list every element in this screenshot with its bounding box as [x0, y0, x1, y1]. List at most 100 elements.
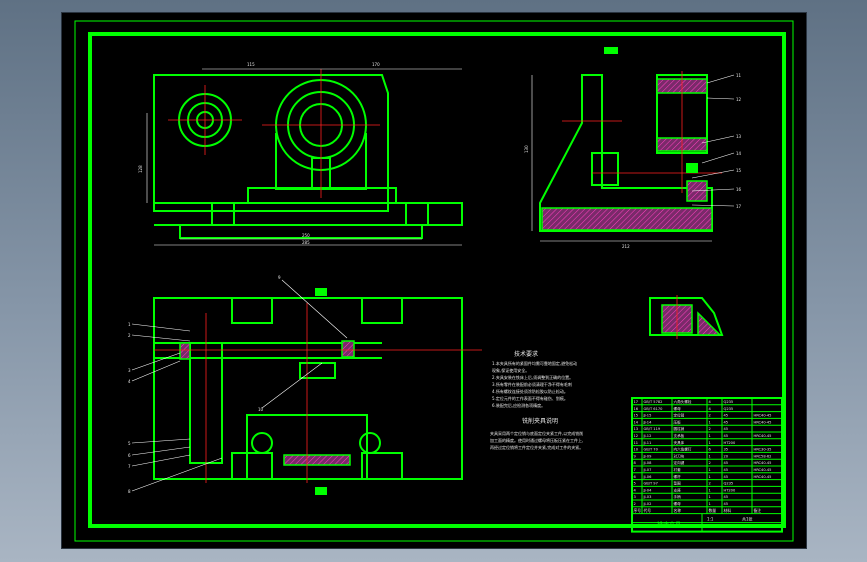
bom-cell: 45: [724, 468, 729, 472]
plan-leader-8: 8: [128, 489, 131, 494]
bom-cell: 11: [634, 441, 639, 445]
bom-cell: 6: [634, 475, 637, 479]
drawing-name: 铣床夹具: [657, 521, 681, 529]
notes2-line-1: 夹具采用两个定位销与底面定位夹紧工件,以完成铣削: [490, 430, 583, 436]
plan-leader-4: 4: [128, 379, 131, 384]
plan-leader-9: 9: [278, 275, 281, 280]
side-leader-12: 12: [736, 97, 742, 102]
bom-cell: 夹具体: [674, 440, 685, 445]
bom-cell: 45: [724, 420, 729, 424]
bom-cell: HRC40-45: [754, 461, 772, 465]
bom-cell: HRC58-62: [754, 454, 772, 458]
bom-cell: HRC40-45: [754, 468, 772, 472]
bom-cell: 14: [634, 420, 639, 424]
bom-cell: JJ-14: [643, 420, 653, 424]
bom-cell: JJ-09: [643, 454, 653, 458]
engineering-drawing: 115 170 128 250 285 130 212 11: [74, 20, 794, 542]
bom-cell: HT200: [724, 441, 736, 445]
plan-leader-3: 3: [128, 368, 131, 373]
bom-cell: 45: [724, 461, 729, 465]
notes-title: 技术要求: [514, 350, 538, 358]
bom-cell: 5: [634, 482, 636, 486]
bom-cell: 2: [709, 427, 711, 431]
dim-bottom-1: 250: [302, 233, 310, 238]
bom-cell: HRC40-45: [754, 414, 772, 418]
notes-line-6: 5.定位元件的工作表面不得有碰伤、划痕。: [492, 395, 568, 401]
notes2-line-3: 再经过定位销将工件定位并夹紧,完成对工件的夹紧。: [490, 444, 583, 450]
bom-cell: 定向键: [674, 460, 685, 465]
bom-cell: 12: [634, 434, 639, 438]
bom-cell: 1: [709, 434, 711, 438]
bom-cell: 支座: [674, 487, 682, 492]
plan-leader-5: 5: [128, 441, 131, 446]
bom-cell: JJ-08: [643, 461, 653, 465]
bom-cell: 1: [709, 488, 711, 492]
bom-cell: 2: [709, 461, 711, 465]
side-leader-11: 11: [736, 73, 742, 78]
bom-cell: JJ-04: [643, 488, 653, 492]
bom-cell: 10: [634, 448, 639, 452]
bom-cell: 7: [634, 468, 636, 472]
bom-header-cell: 代号: [644, 508, 652, 513]
cad-viewport[interactable]: 115 170 128 250 285 130 212 11: [62, 13, 806, 548]
bom-cell: 1: [709, 502, 711, 506]
bom-cell: 20: [724, 454, 729, 458]
bom-cell: 垫圈: [674, 481, 682, 486]
bom-cell: 定位销: [674, 413, 685, 418]
bom-cell: 支承板: [674, 433, 685, 438]
bom-header-cell: 序号: [634, 508, 642, 513]
bom-cell: HRC40-45: [754, 420, 772, 424]
detail-view: [649, 295, 724, 339]
bom-cell: 16: [634, 407, 639, 411]
bom-cell: JJ-02: [643, 502, 652, 506]
bom-cell: 2: [634, 502, 636, 506]
bom-cell: 45: [724, 495, 729, 499]
bom-cell: Q235: [724, 400, 734, 404]
bom-cell: 螺母: [674, 501, 682, 506]
bom-cell: 35: [724, 448, 729, 452]
bom-cell: HRC30-35: [754, 448, 772, 452]
bom-cell: 17: [634, 400, 639, 404]
plan-leader-1: 1: [128, 322, 131, 327]
drawing-sheet: 共1张: [742, 516, 753, 522]
bom-header-cell: 材料: [724, 508, 732, 513]
bom-cell: 13: [634, 427, 639, 431]
plan-leader-7: 7: [128, 464, 131, 469]
bom-cell: GB/T 97: [644, 482, 658, 486]
bom-cell: 45: [724, 434, 729, 438]
drawing-scale: 1:1: [707, 517, 714, 522]
bom-cell: 内六角螺钉: [674, 447, 692, 452]
bom-header-cell: 备注: [754, 508, 762, 513]
plan-leader-6: 6: [128, 453, 131, 458]
notes-line-5: 4.所有螺纹连接处须涂防松胶以防止松动。: [492, 388, 568, 394]
side-leader-14: 14: [736, 151, 742, 156]
bom-cell: 圆柱销: [674, 426, 685, 431]
bom-cell: 6: [709, 448, 712, 452]
plan-leader-10: 10: [258, 407, 264, 412]
side-leader-17: 17: [736, 204, 742, 209]
bom-cell: JJ-15: [643, 414, 652, 418]
bom-cell: Q235: [724, 482, 734, 486]
bom-cell: JJ-07: [643, 468, 652, 472]
bom-cell: 1: [709, 495, 711, 499]
side-leader-13: 13: [736, 134, 742, 139]
bom-cell: 45: [724, 502, 729, 506]
bom-cell: 六角头螺栓: [674, 399, 692, 404]
bom-cell: JJ-12: [643, 434, 652, 438]
outer-frame: [74, 20, 794, 542]
bom-cell: 手柄: [674, 494, 682, 499]
dim-top-2: 170: [372, 62, 380, 67]
notes-line-3: 2.夹具安装在铣床上后,须调整到正确的位置。: [492, 374, 573, 380]
notes-line-1: 1.本夹具所有的紧固件均需可靠地固定,避免松动: [492, 360, 577, 366]
bom-cell: GB/T 6170: [644, 407, 664, 411]
plan-leader-2: 2: [128, 333, 131, 338]
bom-cell: GB/T 119: [644, 427, 661, 431]
bom-cell: GB/T 5782: [644, 400, 663, 404]
bom-cell: 4: [709, 400, 712, 404]
bom-cell: 3: [634, 495, 636, 499]
notes2-title: 铣削夹具说明: [522, 417, 558, 425]
bom-cell: 8: [634, 461, 637, 465]
bom-cell: Q235: [724, 407, 734, 411]
bom-cell: 4: [709, 407, 712, 411]
